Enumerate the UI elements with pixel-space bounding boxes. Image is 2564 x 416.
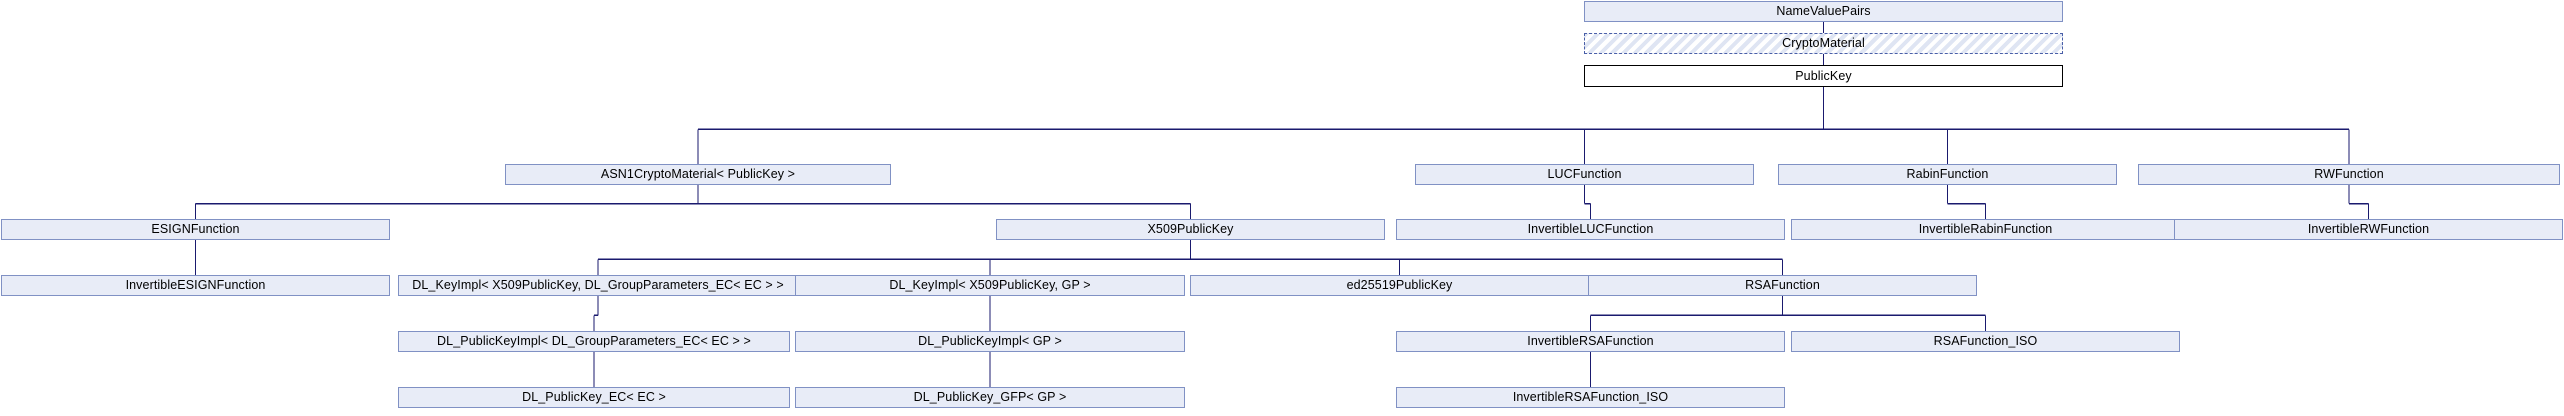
- inheritance-edge: [1822, 87, 1951, 170]
- class-node-label: DL_PublicKey_GFP< GP >: [913, 390, 1067, 405]
- class-node-dl-publickeyimpl-gp[interactable]: DL_PublicKeyImpl< GP >: [795, 331, 1185, 352]
- class-node-label: DL_PublicKey_EC< EC >: [522, 390, 666, 405]
- class-node-cryptomaterial[interactable]: CryptoMaterial: [1584, 33, 2063, 54]
- class-node-label: NameValuePairs: [1776, 4, 1871, 19]
- class-node-invertiblersafunction[interactable]: InvertibleRSAFunction: [1396, 331, 1785, 352]
- class-node-label: InvertibleRabinFunction: [1918, 222, 2053, 237]
- class-node-label: DL_KeyImpl< X509PublicKey, DL_GroupParam…: [412, 278, 784, 293]
- class-node-namevaluepairs[interactable]: NameValuePairs: [1584, 1, 2063, 22]
- class-node-label: InvertibleLUCFunction: [1527, 222, 1654, 237]
- class-node-publickey[interactable]: PublicKey: [1584, 65, 2063, 87]
- class-node-dl-keyimpl-ec[interactable]: DL_KeyImpl< X509PublicKey, DL_GroupParam…: [398, 275, 798, 296]
- class-node-label: InvertibleRSAFunction_ISO: [1512, 390, 1669, 405]
- class-node-asn1cryptomaterial[interactable]: ASN1CryptoMaterial< PublicKey >: [505, 164, 891, 185]
- class-node-invertibleesignfunction[interactable]: InvertibleESIGNFunction: [1, 275, 390, 296]
- class-node-label: RabinFunction: [1906, 167, 1989, 182]
- class-node-ed25519publickey[interactable]: ed25519PublicKey: [1190, 275, 1609, 296]
- class-node-label: RWFunction: [2314, 167, 2384, 182]
- class-node-rsafunction[interactable]: RSAFunction: [1588, 275, 1977, 296]
- class-node-label: CryptoMaterial: [1782, 36, 1865, 51]
- inheritance-edge: [694, 87, 1825, 170]
- class-node-dl-publickey-ec[interactable]: DL_PublicKey_EC< EC >: [398, 387, 790, 408]
- class-node-rsafunction-iso[interactable]: RSAFunction_ISO: [1791, 331, 2180, 352]
- class-node-dl-publickeyimpl-ec[interactable]: DL_PublicKeyImpl< DL_GroupParameters_EC<…: [398, 331, 790, 352]
- class-node-dl-publickey-gfp[interactable]: DL_PublicKey_GFP< GP >: [795, 387, 1185, 408]
- class-node-label: ASN1CryptoMaterial< PublicKey >: [600, 167, 796, 182]
- class-node-label: X509PublicKey: [1147, 222, 1234, 237]
- class-node-label: PublicKey: [1795, 68, 1852, 83]
- class-node-label: InvertibleRSAFunction: [1527, 334, 1654, 349]
- class-node-label: ed25519PublicKey: [1346, 278, 1453, 293]
- class-node-label: ESIGNFunction: [151, 222, 240, 237]
- class-node-dl-keyimpl-gp[interactable]: DL_KeyImpl< X509PublicKey, GP >: [795, 275, 1185, 296]
- class-node-x509publickey[interactable]: X509PublicKey: [996, 219, 1385, 240]
- inheritance-edge: [1581, 87, 1825, 170]
- class-node-label: InvertibleRWFunction: [2307, 222, 2430, 237]
- class-node-rabinfunction[interactable]: RabinFunction: [1778, 164, 2117, 185]
- class-node-invertiblelucfunction[interactable]: InvertibleLUCFunction: [1396, 219, 1785, 240]
- class-node-lucfunction[interactable]: LUCFunction: [1415, 164, 1754, 185]
- class-node-label: LUCFunction: [1547, 167, 1622, 182]
- class-node-label: RSAFunction: [1745, 278, 1820, 293]
- class-node-label: DL_KeyImpl< X509PublicKey, GP >: [889, 278, 1091, 293]
- class-node-label: DL_PublicKeyImpl< DL_GroupParameters_EC<…: [437, 334, 751, 349]
- inheritance-edge: [1822, 87, 2353, 170]
- class-node-invertiblerwfunction[interactable]: InvertibleRWFunction: [2174, 219, 2563, 240]
- class-node-invertiblersafunction-iso[interactable]: InvertibleRSAFunction_ISO: [1396, 387, 1785, 408]
- class-node-label: RSAFunction_ISO: [1933, 334, 2038, 349]
- class-node-esignfunction[interactable]: ESIGNFunction: [1, 219, 390, 240]
- class-node-label: InvertibleESIGNFunction: [125, 278, 266, 293]
- class-node-invertiblerabinfunction[interactable]: InvertibleRabinFunction: [1791, 219, 2180, 240]
- class-node-rwfunction[interactable]: RWFunction: [2138, 164, 2560, 185]
- class-node-label: DL_PublicKeyImpl< GP >: [918, 334, 1062, 349]
